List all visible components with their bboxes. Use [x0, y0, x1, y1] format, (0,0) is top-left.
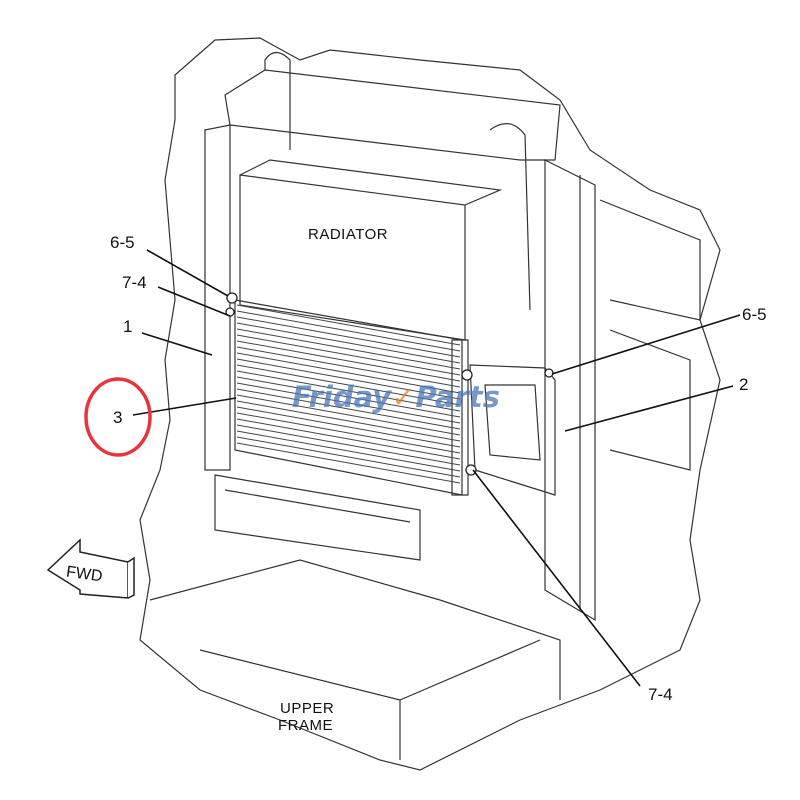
radiator-label: RADIATOR: [308, 226, 389, 243]
bolt-icon: [465, 464, 477, 476]
bolt-icon: [544, 368, 554, 378]
watermark-check-icon: ✓: [391, 380, 416, 414]
callout-2: 2: [739, 375, 749, 394]
leader-6-5-right: [551, 314, 741, 375]
machine-outline-icon: [139, 37, 721, 771]
callout-7-4-left: 7-4: [122, 273, 147, 292]
highlight-circle-icon: [84, 377, 152, 457]
condenser-fins-icon: [236, 304, 461, 484]
leader-7-4-left: [157, 286, 231, 317]
leader-6-5-left: [146, 249, 229, 297]
upper-frame-label-line2: FRAME: [278, 717, 333, 734]
watermark-part1: Friday: [292, 380, 392, 414]
radiator-body-icon: [239, 174, 466, 341]
leader-1: [141, 332, 213, 356]
callout-6-5-left: 6-5: [110, 233, 135, 252]
bracket-plate-icon: [469, 364, 556, 496]
callout-6-5-right: 6-5: [742, 305, 767, 324]
watermark-part2: Parts: [415, 380, 500, 414]
callout-3: 3: [113, 408, 123, 427]
leader-7-4-right: [472, 469, 641, 687]
bolt-icon: [226, 292, 238, 304]
upper-frame-label-line1: UPPER: [280, 700, 335, 717]
watermark: Friday✓Parts: [292, 380, 500, 414]
callout-7-4-right: 7-4: [648, 685, 673, 704]
fwd-arrow-icon: [46, 538, 135, 599]
callout-1: 1: [123, 317, 133, 336]
leader-2: [564, 385, 734, 432]
bolt-icon: [461, 369, 473, 381]
